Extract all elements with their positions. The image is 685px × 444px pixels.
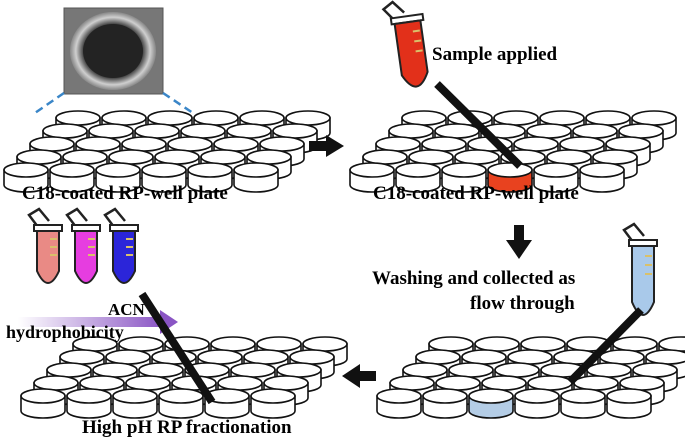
fraction-tube-1-icon	[27, 207, 63, 284]
well	[349, 162, 395, 193]
arrow-down-icon	[506, 225, 532, 259]
well	[560, 388, 606, 419]
well	[487, 162, 533, 193]
fraction-tube-3-icon	[103, 207, 139, 284]
sample-applied-label: Sample applied	[432, 44, 558, 65]
washing-label-line-1: Washing and collected as	[372, 268, 576, 289]
flowthrough-tube-icon	[622, 222, 658, 316]
well	[422, 388, 468, 419]
well	[112, 388, 158, 419]
well-plate-3	[376, 336, 685, 419]
well	[376, 388, 422, 419]
well-photo	[63, 7, 164, 95]
zoom-lines	[31, 91, 197, 117]
well-plate-4	[20, 336, 348, 419]
arrow-left-icon	[342, 364, 376, 388]
well	[579, 162, 625, 193]
well	[395, 162, 441, 193]
fraction-tube-2-icon	[65, 207, 101, 284]
washing-label-line-2: flow through	[470, 293, 575, 314]
well	[233, 162, 279, 193]
well	[20, 388, 66, 419]
sample-tube-icon	[381, 0, 429, 88]
well	[3, 162, 49, 193]
pipette-stick-icon	[138, 81, 644, 405]
plate-1-label: C18-coated RP-well plate	[22, 183, 228, 204]
well	[606, 388, 652, 419]
well	[514, 388, 560, 419]
plate-2-label: C18-coated RP-well plate	[373, 183, 579, 204]
well	[204, 388, 250, 419]
well	[533, 162, 579, 193]
well	[441, 162, 487, 193]
well	[141, 162, 187, 193]
well-plate-2	[349, 110, 677, 193]
well	[49, 162, 95, 193]
arrow-right-icon	[309, 135, 344, 157]
high-ph-label: High pH RP fractionation	[82, 417, 292, 438]
hydrophobicity-label: hydrophobicity	[6, 322, 124, 342]
well	[95, 162, 141, 193]
well	[66, 388, 112, 419]
well	[158, 388, 204, 419]
well-plate-1	[3, 110, 331, 193]
well	[187, 162, 233, 193]
well	[250, 388, 296, 419]
well	[468, 388, 514, 419]
plate-layer	[3, 110, 685, 419]
acn-label: ACN	[108, 300, 145, 319]
